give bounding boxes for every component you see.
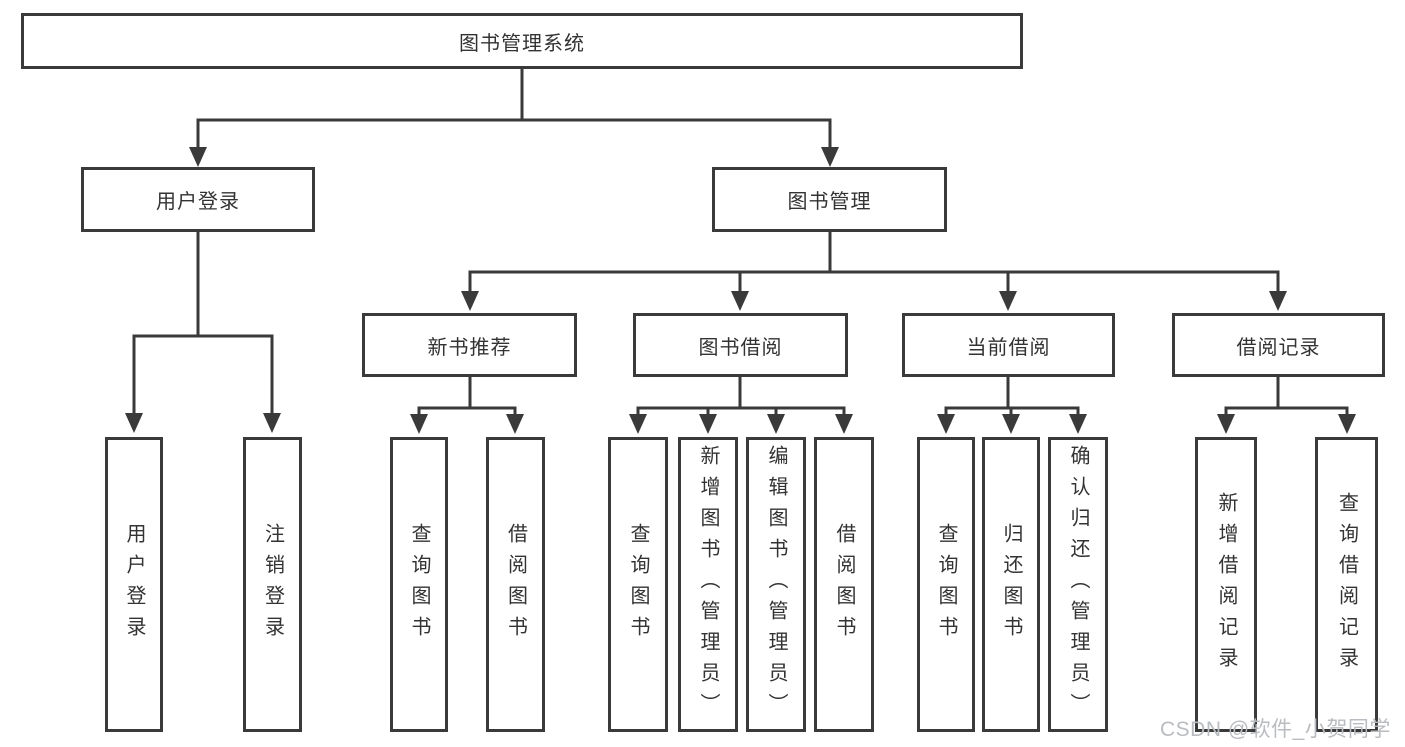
node-user-login: 用户登录 (81, 167, 315, 232)
leaf-label: 借阅图书 (833, 522, 855, 647)
node-label: 借阅记录 (1236, 336, 1321, 359)
node-label: 当前借阅 (966, 336, 1051, 359)
leaf-logout-login: 注销登录 (243, 437, 302, 732)
leaf-nbr-borrow-books: 借阅图书 (486, 437, 545, 732)
leaf-cb-return-books: 归还图书 (982, 437, 1040, 732)
node-current-borrowing: 当前借阅 (902, 313, 1115, 377)
leaf-br-add-borrow-record: 新增借阅记录 (1195, 437, 1257, 732)
leaf-label: 新增图书（管理员） (697, 445, 719, 724)
leaf-bb-add-books-admin: 新增图书（管理员） (678, 437, 738, 732)
leaf-label: 用户登录 (123, 522, 145, 647)
node-book-management: 图书管理 (712, 167, 947, 232)
leaf-nbr-query-books: 查询图书 (390, 437, 448, 732)
leaf-br-query-borrow-record: 查询借阅记录 (1315, 437, 1378, 732)
leaf-label: 借阅图书 (504, 522, 527, 647)
leaf-user-login: 用户登录 (105, 437, 163, 732)
leaf-label: 新增借阅记录 (1215, 491, 1237, 678)
leaf-label: 查询图书 (627, 522, 649, 647)
watermark: CSDN @软件_小贺同学 (1160, 718, 1391, 741)
leaf-label: 查询图书 (935, 522, 957, 647)
node-new-book-recommend: 新书推荐 (362, 313, 577, 377)
node-book-borrowing: 图书借阅 (633, 313, 848, 377)
leaf-label: 注销登录 (261, 522, 284, 647)
leaf-bb-borrow-books: 借阅图书 (814, 437, 874, 732)
leaf-bb-edit-books-admin: 编辑图书（管理员） (746, 437, 806, 732)
leaf-cb-confirm-return-admin: 确认归还（管理员） (1048, 437, 1108, 732)
node-borrowing-records: 借阅记录 (1172, 313, 1385, 377)
leaf-label: 查询借阅记录 (1335, 491, 1358, 678)
leaf-bb-query-books: 查询图书 (608, 437, 668, 732)
node-label: 图书借阅 (698, 336, 783, 359)
node-label: 图书管理系统 (459, 32, 585, 55)
leaf-cb-query-books: 查询图书 (917, 437, 975, 732)
node-label: 新书推荐 (427, 336, 512, 359)
node-book-management-system: 图书管理系统 (21, 13, 1023, 69)
leaf-label: 归还图书 (1000, 522, 1022, 647)
leaf-label: 确认归还（管理员） (1067, 445, 1089, 724)
leaf-label: 编辑图书（管理员） (765, 445, 787, 724)
node-label: 用户登录 (156, 191, 240, 213)
node-label: 图书管理 (787, 191, 872, 213)
leaf-label: 查询图书 (408, 522, 430, 647)
